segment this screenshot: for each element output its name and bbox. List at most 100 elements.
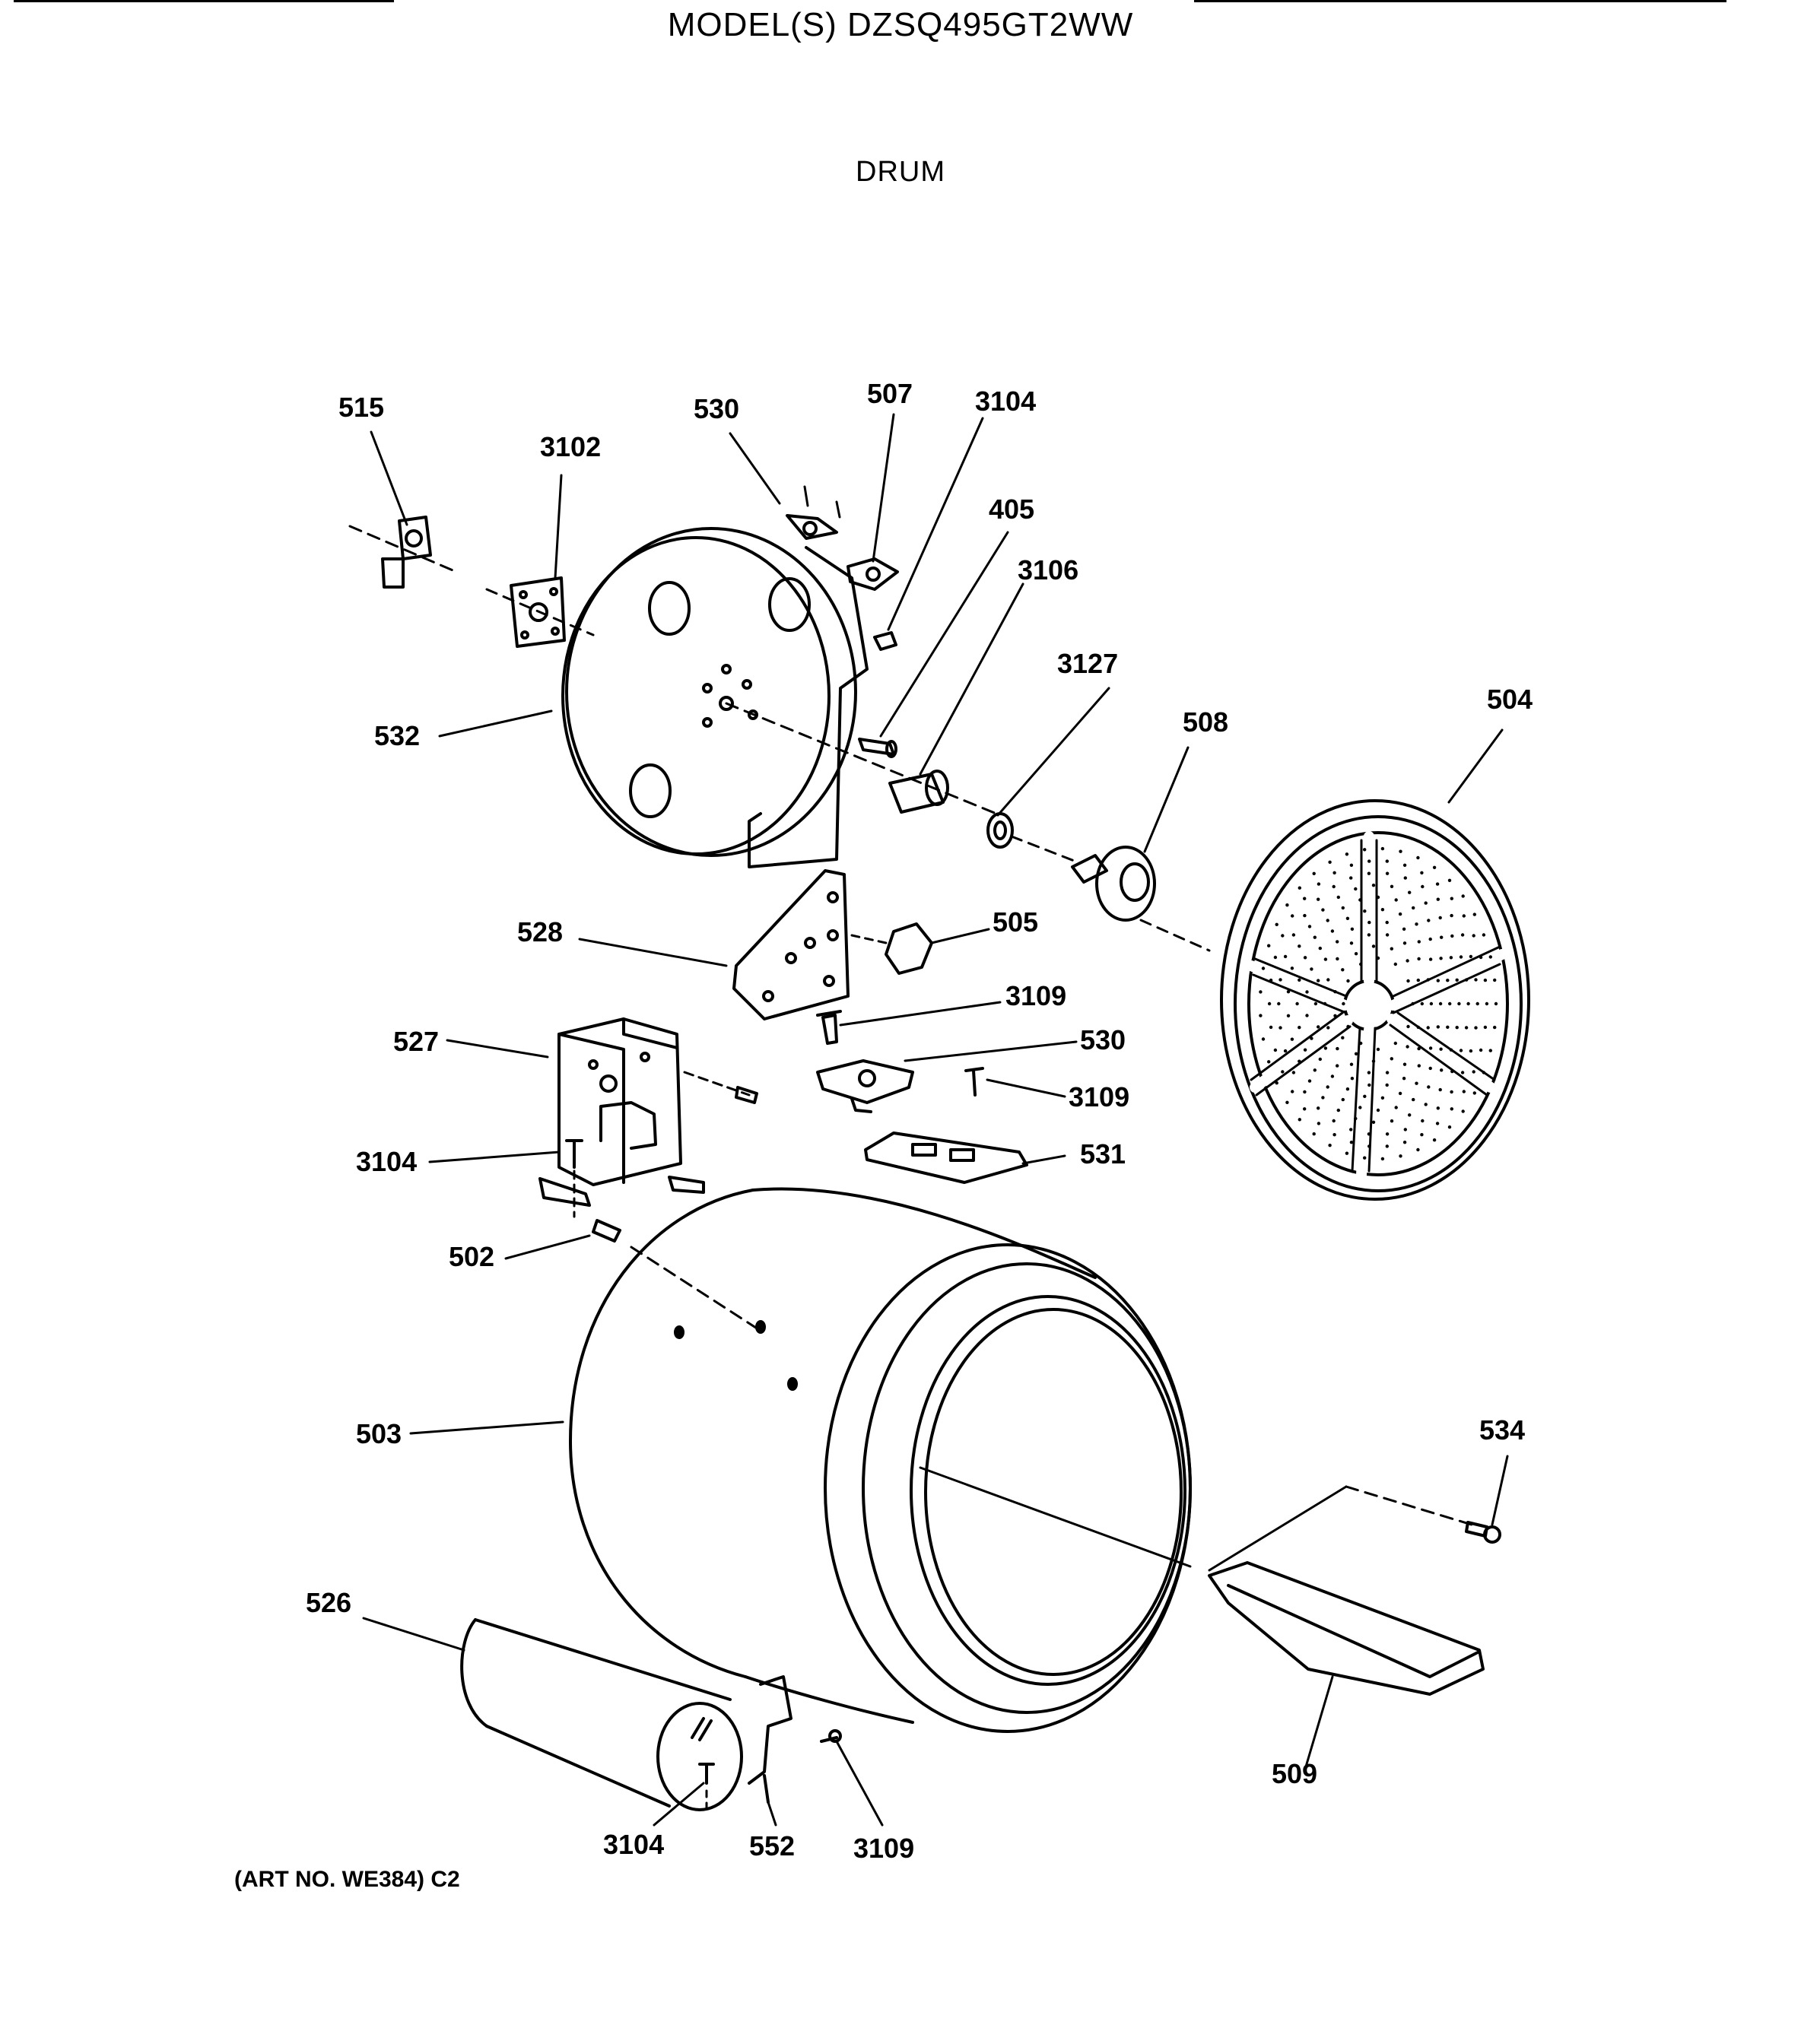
perforation-dot [1488, 1049, 1493, 1052]
perforation-dot [1275, 922, 1278, 927]
perforation-dot [1424, 1103, 1428, 1106]
perforation-dot [1416, 1025, 1421, 1030]
perforation-dot [1420, 871, 1424, 875]
perforation-dot [1376, 1108, 1380, 1112]
perforation-dot [1278, 1026, 1282, 1030]
perforation-dot [1312, 871, 1316, 876]
perforation-dot [1336, 940, 1339, 944]
perforation-dot [1439, 1047, 1443, 1051]
perforation-dot [1450, 934, 1454, 938]
perforation-dot [1291, 1090, 1294, 1093]
part-3109-screw-right [964, 1067, 984, 1097]
perforation-dot [1411, 1001, 1415, 1006]
perforation-dot [1318, 1057, 1323, 1062]
perforation-dot [1399, 849, 1402, 853]
part-503-drum [569, 1187, 1192, 1733]
perforation-dot [1412, 906, 1415, 910]
callout-405: 405 [989, 494, 1034, 525]
perforation-dot [1469, 954, 1473, 959]
perforation-dot [1298, 1118, 1302, 1122]
perforation-dot [1261, 1037, 1266, 1041]
perforation-dot [1313, 1001, 1318, 1006]
callout-3106: 3106 [1018, 554, 1078, 586]
perforation-dot [1269, 1025, 1273, 1030]
perforation-dot [1385, 859, 1390, 863]
perforation-dot [1313, 935, 1317, 939]
perforation-dot [1349, 876, 1353, 880]
callout-3104b: 3104 [356, 1146, 417, 1177]
part-505-gasket [850, 922, 933, 975]
perforation-dot [1462, 1090, 1466, 1093]
perforation-dot [1417, 1064, 1421, 1068]
perforation-dot [1475, 1001, 1479, 1006]
perforation-dot [1342, 1001, 1345, 1006]
perforation-dot [1403, 876, 1408, 880]
perforation-dot [1345, 1151, 1349, 1155]
perforation-dot [1424, 901, 1428, 905]
perforation-dot [1427, 919, 1431, 922]
perforation-dot [1354, 952, 1358, 956]
perforation-dot [1427, 1085, 1431, 1089]
part-527-motor-bracket [538, 1017, 758, 1207]
perforation-dot [1371, 1059, 1376, 1063]
perforation-dot [1346, 1024, 1350, 1029]
perforation-dot [1406, 959, 1409, 963]
perforation-dot [1472, 934, 1475, 938]
perforation-dot [1336, 895, 1341, 900]
perforation-dot [1385, 933, 1390, 937]
perforation-dot [1402, 863, 1407, 868]
perforation-dot [1341, 968, 1345, 972]
perforation-dot [1428, 1046, 1433, 1050]
perforation-dot [1390, 947, 1394, 951]
perforation-dot [1318, 946, 1323, 951]
perforation-dot [1406, 979, 1410, 983]
perforation-dot [1367, 871, 1371, 875]
perforation-dot [1259, 990, 1263, 994]
perforation-dot [1440, 1068, 1444, 1072]
perforation-dot [1447, 878, 1452, 883]
perforation-dot [1417, 957, 1421, 961]
perforation-dot [1488, 955, 1493, 959]
perforation-dot [1305, 990, 1309, 994]
callout-552: 552 [749, 1830, 795, 1862]
perforation-dot [1436, 1106, 1440, 1110]
perforation-dot [1310, 1036, 1313, 1040]
perforation-dot [1367, 1132, 1371, 1136]
perforation-dot [1402, 927, 1406, 932]
perforation-dot [1349, 1062, 1354, 1066]
callout-503: 503 [356, 1418, 402, 1449]
perforation-dot [1281, 934, 1285, 938]
callout-508: 508 [1183, 706, 1228, 738]
perforation-dot [1363, 848, 1367, 852]
perforation-dot [1317, 882, 1321, 886]
perforation-dot [1436, 897, 1440, 901]
part-504-drum-front [1220, 799, 1530, 1201]
perforation-dot [1394, 1106, 1398, 1109]
perforation-dot [1267, 1001, 1272, 1006]
perforation-dot [1485, 1001, 1489, 1006]
perforation-dot [1367, 1083, 1371, 1087]
page-title: MODEL(S) DZSQ495GT2WW [667, 6, 1134, 43]
perforation-dot [1415, 922, 1418, 926]
perforation-dot [1398, 912, 1402, 916]
perforation-dot [1312, 1132, 1316, 1136]
perforation-dot [1420, 1133, 1424, 1137]
perforation-dot [1408, 1113, 1412, 1117]
perforation-dot [1390, 884, 1394, 889]
perforation-dot [1326, 919, 1329, 922]
perforation-dot [1421, 1119, 1425, 1123]
perforation-dot [1406, 1024, 1410, 1029]
perforation-dot [1277, 1001, 1281, 1006]
perforation-dot [1290, 1037, 1294, 1041]
callout-527: 527 [393, 1026, 439, 1057]
callout-3102: 3102 [540, 431, 601, 462]
perforation-dot [1416, 855, 1420, 860]
perforation-dot [1303, 897, 1307, 900]
perforation-dot [1303, 913, 1307, 918]
leader-lines [362, 413, 1509, 1827]
callout-labels: 515 3102 530 507 3104 405 3106 3127 508 … [306, 378, 1533, 1864]
perforation-dot [1415, 1081, 1418, 1085]
perforation-dot [1376, 1047, 1380, 1052]
perforation-dot [1446, 979, 1450, 982]
perforation-dot [1259, 1014, 1263, 1017]
